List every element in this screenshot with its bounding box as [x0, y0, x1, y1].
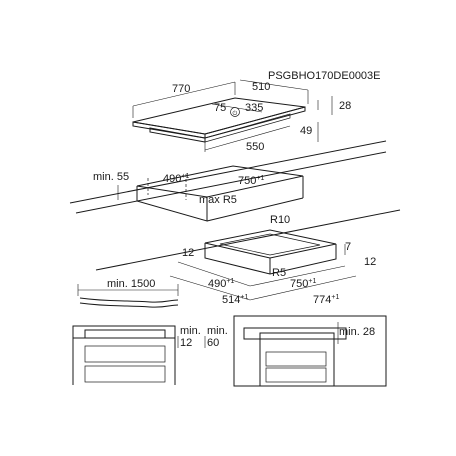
- left-gap-b-label: min.: [207, 325, 228, 337]
- dim-550: 550: [246, 141, 264, 153]
- frame-outer-depth: 514+1: [222, 294, 248, 306]
- power-icon: ⏻: [233, 110, 238, 117]
- dim-335: 335: [245, 102, 263, 114]
- frame-r5: R5: [272, 267, 286, 279]
- dim-49: 49: [300, 125, 312, 137]
- frame-inner-depth: 490+1: [208, 278, 234, 290]
- model-code: PSGBHO170DE0003E: [268, 70, 381, 82]
- top-dim-lines: [132, 79, 333, 152]
- frame-lip-right: 12: [364, 256, 376, 268]
- right-gap: min. 28: [339, 326, 375, 338]
- dim-75: 75: [214, 102, 226, 114]
- cable-length: min. 1500: [107, 278, 155, 290]
- cutout-radius: max R5: [199, 194, 237, 206]
- frame-inner-width: 750+1: [290, 278, 316, 290]
- left-gap-b-value: 60: [207, 337, 219, 349]
- dim-28: 28: [339, 100, 351, 112]
- power-cable: [77, 284, 179, 308]
- hob-top-view: ⏻: [132, 97, 306, 143]
- dim-770: 770: [172, 83, 190, 95]
- left-gap-a-label: min.: [180, 325, 201, 337]
- frame-detail: [169, 229, 357, 301]
- countertop: [69, 140, 401, 271]
- cutout-width: 750+1: [238, 175, 264, 187]
- cutout-depth: 490+1: [163, 173, 189, 185]
- side-section-left: [72, 325, 206, 385]
- frame-lip-left: 12: [182, 247, 194, 259]
- side-section-right: [233, 315, 387, 387]
- frame-r10: R10: [270, 214, 290, 226]
- cutout-min-edge: min. 55: [93, 171, 129, 183]
- left-gap-a-value: 12: [180, 337, 192, 349]
- frame-height: 7: [345, 241, 351, 253]
- frame-outer-width: 774+1: [313, 294, 339, 306]
- dim-510: 510: [252, 81, 270, 93]
